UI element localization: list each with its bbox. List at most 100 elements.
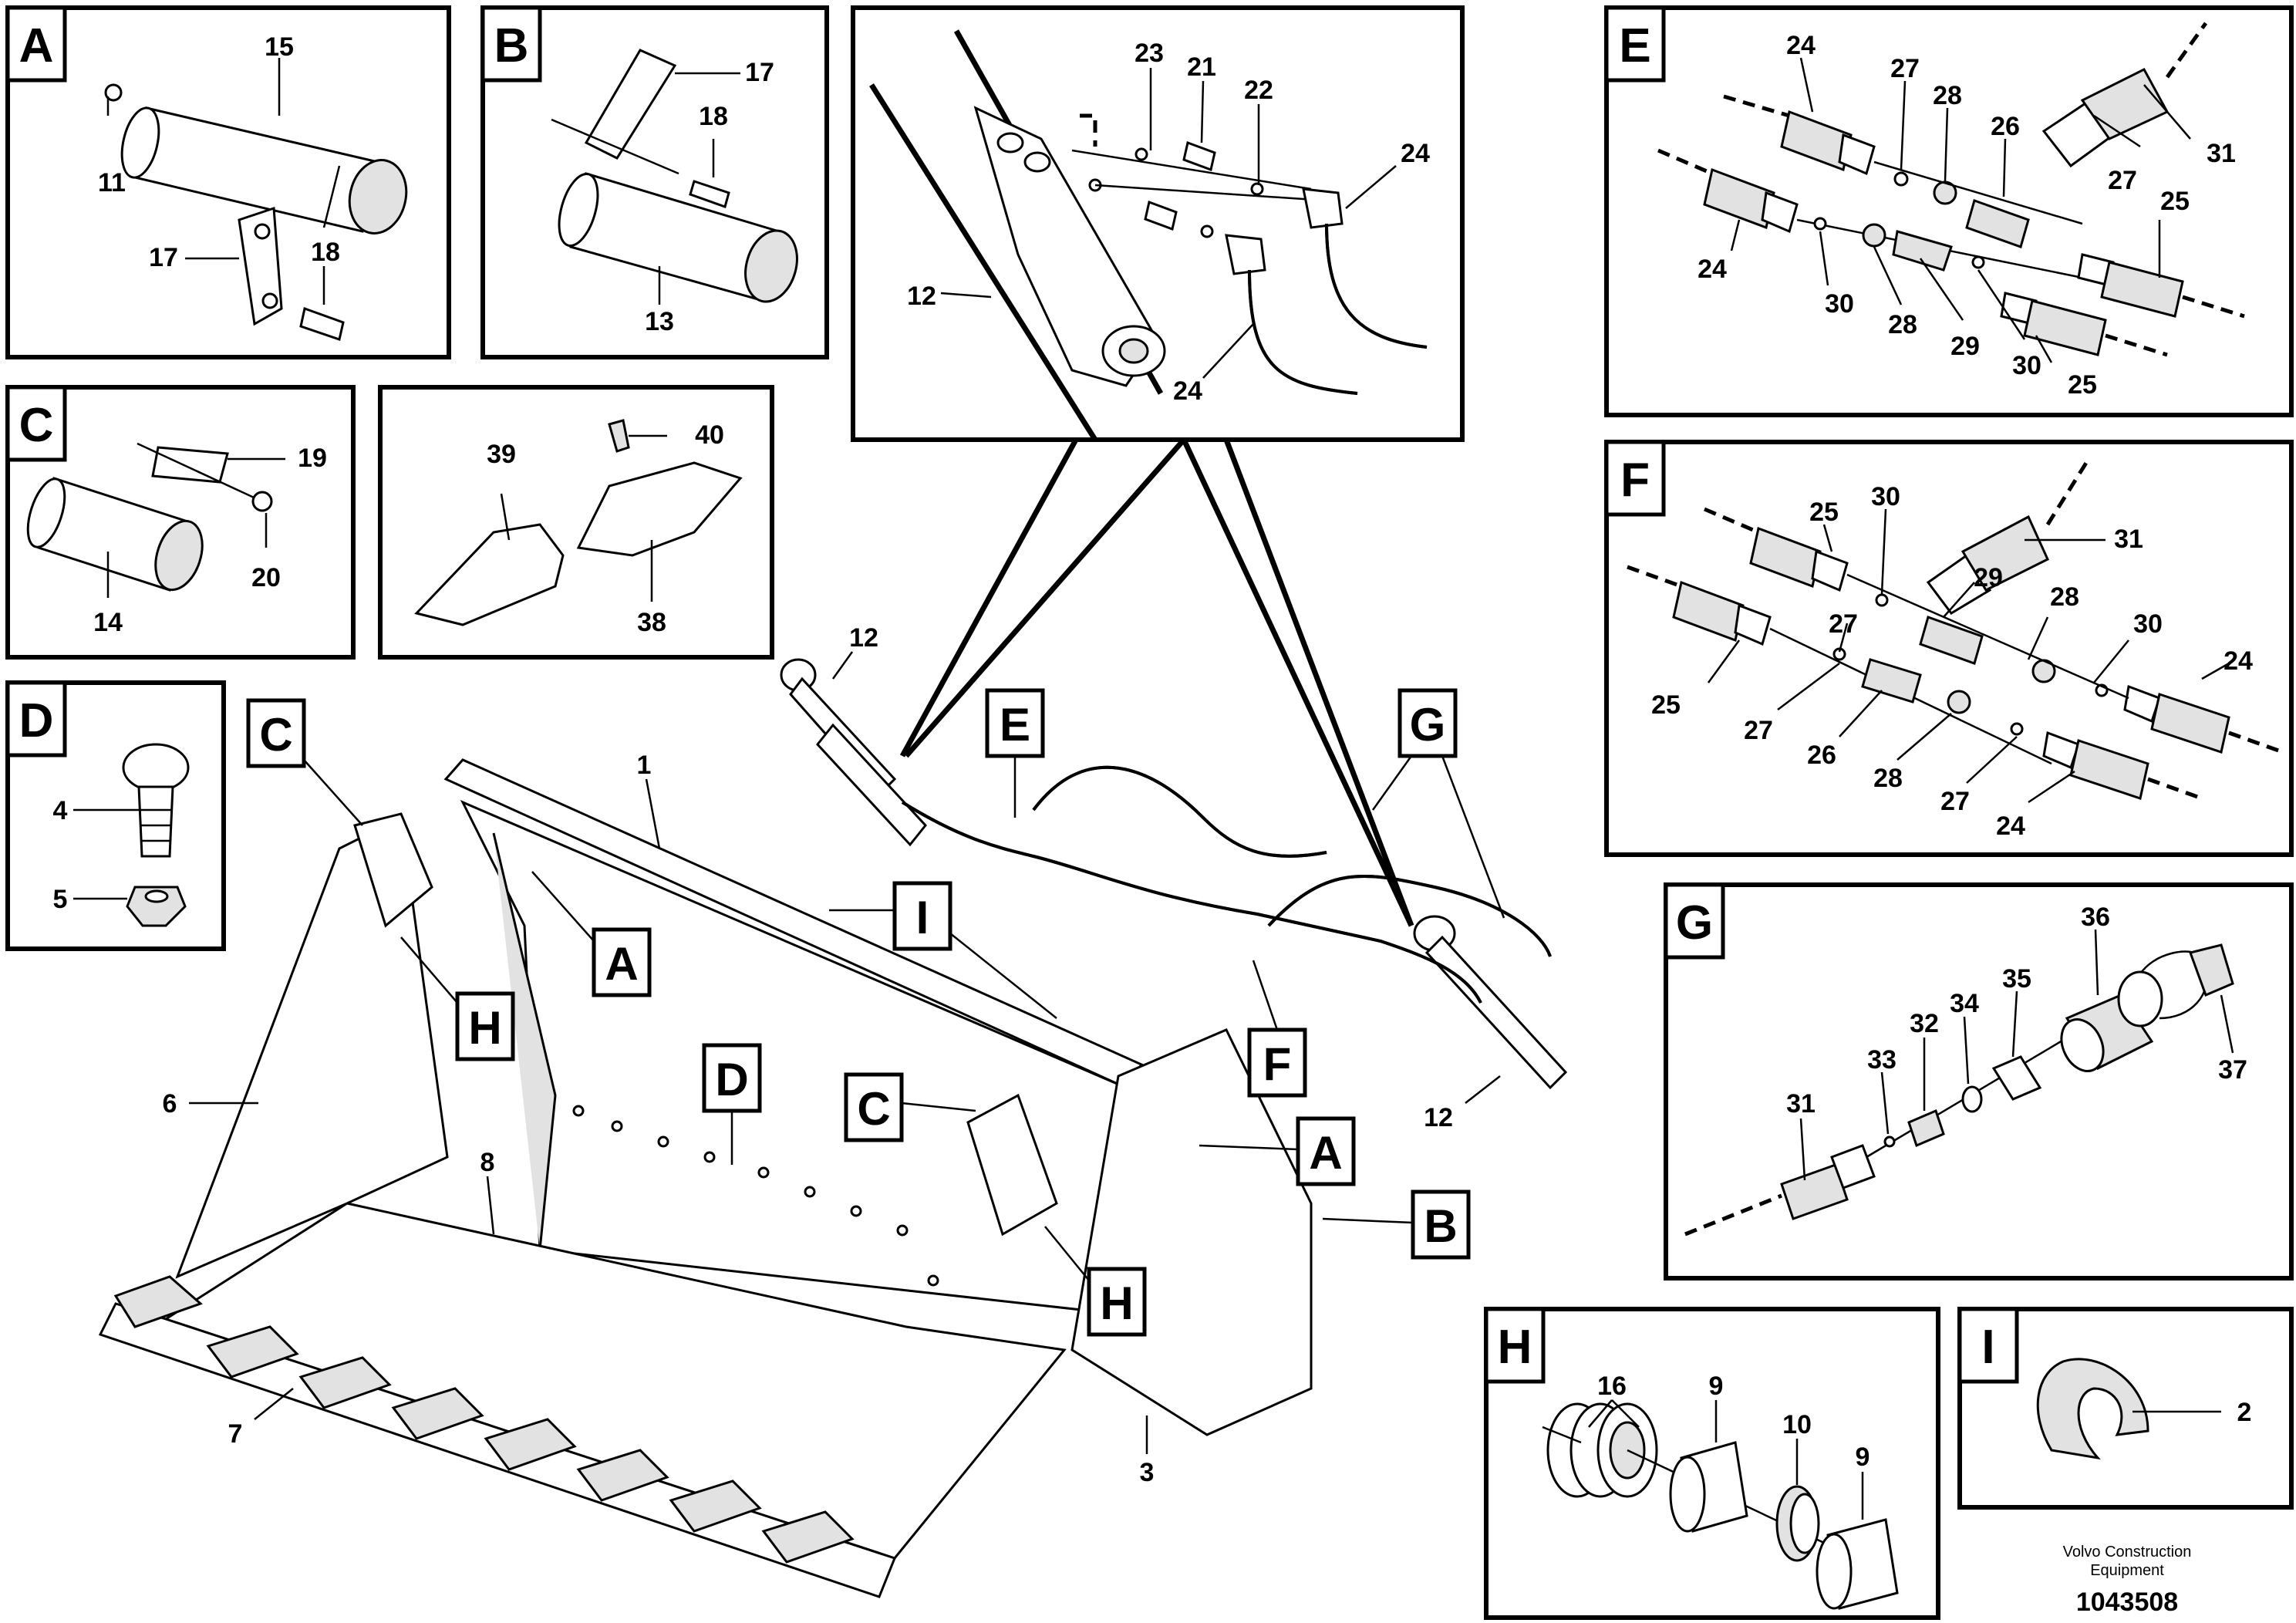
main-label-12-bottom: 12 (1424, 1103, 1453, 1132)
label-f-26: 26 (1807, 741, 1836, 770)
callout-d: D (715, 1054, 748, 1105)
panel-cylinder-detail: 23 21 22 24 12 24 (851, 5, 1465, 442)
right-bracket (966, 1093, 1058, 1237)
panel-c-letter: C (19, 399, 54, 452)
label-teeth-38: 38 (637, 608, 666, 637)
panel-f-letter-box (1604, 440, 1666, 517)
callout-c-left: C (259, 709, 292, 761)
oring-36-drawing (2117, 970, 2163, 1027)
label-e-30-left: 30 (1825, 289, 1854, 319)
washer-28-e-low-drawing (1862, 223, 1886, 248)
label-g-33: 33 (1867, 1045, 1896, 1075)
panel-f: F (1604, 440, 2294, 857)
seal-27-e-drawing (1893, 171, 1909, 187)
hose-31-g-drawing (1780, 1163, 1849, 1220)
nipple-29-e-drawing (1892, 230, 1953, 272)
label-f-30-right: 30 (2133, 609, 2163, 639)
bucket-teeth (113, 1275, 855, 1564)
panel-g-letter: G (1676, 896, 1713, 950)
label-f-28-top: 28 (2050, 582, 2079, 612)
label-g-31: 31 (1786, 1089, 1816, 1119)
callout-c-left-box (246, 698, 306, 768)
hose-25-e-bottom-drawing (2023, 299, 2107, 356)
label-a-15: 15 (265, 32, 294, 62)
panel-g: G 36 35 32 34 33 31 37 (1664, 882, 2294, 1281)
label-f-30-top: 30 (1871, 482, 1900, 511)
panel-d-letter: D (19, 694, 54, 747)
callout-e: E (1000, 699, 1030, 751)
cap-37-drawing (2189, 943, 2234, 997)
label-e-25-top: 25 (2160, 187, 2190, 216)
main-callouts: C H A I D C H E F G (246, 688, 1505, 1337)
tee-26-e-drawing (1965, 199, 2030, 248)
callout-i-box (892, 881, 952, 951)
panel-b-letter: B (494, 19, 529, 73)
label-f-29: 29 (1974, 563, 2003, 592)
bushing-9-left-drawing (1669, 1441, 1748, 1533)
left-bracket (353, 812, 433, 928)
ring-10-drawing (1775, 1485, 1820, 1562)
nipple-32-drawing (1907, 1108, 1945, 1148)
bolt-18-b-drawing (689, 180, 730, 208)
panel-teeth: 40 39 38 (378, 385, 774, 660)
label-h-9-left: 9 (1709, 1372, 1724, 1401)
adapter-35-drawing (1991, 1055, 2042, 1101)
panel-e-letter: E (1619, 19, 1650, 73)
label-i-2: 2 (2237, 1398, 2252, 1427)
tee-26-f-drawing (1861, 658, 1922, 704)
panel-d-letter-box (5, 680, 67, 758)
callout-f: F (1263, 1038, 1292, 1090)
seal-33-drawing (1883, 1135, 1896, 1148)
seal-16-drawing (1546, 1402, 1658, 1498)
callout-h-left: H (468, 1002, 501, 1054)
main-label-8: 8 (480, 1148, 495, 1177)
clip-2-drawing (2036, 1358, 2149, 1460)
credit-line-1: Volvo Construction (2063, 1544, 2192, 1561)
label-g-37: 37 (2218, 1055, 2247, 1085)
label-b-13: 13 (645, 307, 674, 336)
panel-b-letter-box (480, 5, 542, 83)
label-g-36: 36 (2081, 903, 2110, 932)
pin-14-drawing (26, 477, 204, 592)
label-f-28-bottom: 28 (1873, 764, 1903, 793)
nut-5-drawing (126, 886, 187, 927)
credit-line-2: Equipment (2090, 1562, 2164, 1579)
label-e-27-right: 27 (2108, 166, 2137, 195)
label-f-27-top: 27 (1829, 609, 1858, 639)
label-g-35: 35 (2002, 964, 2031, 994)
label-e-28-bottom: 28 (1888, 310, 1917, 339)
label-h-10: 10 (1782, 1410, 1812, 1439)
panel-e: E 24 27 (1604, 5, 2294, 417)
plate-17-b-drawing (584, 49, 677, 160)
nipple-21-drawing (1182, 140, 1216, 172)
hose-24-e-top-drawing (1780, 110, 1853, 172)
label-f-24-right: 24 (2224, 646, 2253, 676)
label-c-20: 20 (251, 563, 281, 592)
label-e-27-top: 27 (1890, 54, 1920, 83)
label-cyl-22: 22 (1244, 76, 1273, 105)
callout-a-left-box (592, 927, 652, 997)
label-teeth-39: 39 (487, 440, 516, 469)
oring-34-drawing (1961, 1085, 1983, 1113)
label-f-25-top: 25 (1809, 498, 1839, 527)
callout-d-box (702, 1043, 762, 1113)
callout-g: G (1410, 699, 1446, 751)
panel-e-frame (1604, 5, 2294, 417)
label-cyl-23: 23 (1135, 39, 1164, 68)
label-e-24-bottom: 24 (1698, 255, 1727, 284)
label-f-27-bottom: 27 (1940, 787, 1970, 816)
nipple-29-f-drawing (1919, 616, 1984, 665)
panel-h-letter-box (1484, 1307, 1546, 1384)
label-e-28-top: 28 (1933, 81, 1962, 110)
label-b-17: 17 (745, 58, 774, 87)
plate-19-drawing (151, 446, 229, 484)
label-teeth-40: 40 (695, 420, 724, 450)
panel-a: A 15 11 17 18 (5, 5, 451, 359)
label-g-32: 32 (1910, 1009, 1939, 1038)
label-h-16: 16 (1597, 1372, 1627, 1401)
main-label-12-top: 12 (849, 623, 878, 653)
label-c-19: 19 (298, 444, 327, 473)
panel-c: C 19 20 14 (5, 385, 356, 660)
bolt-20-drawing (251, 491, 273, 512)
